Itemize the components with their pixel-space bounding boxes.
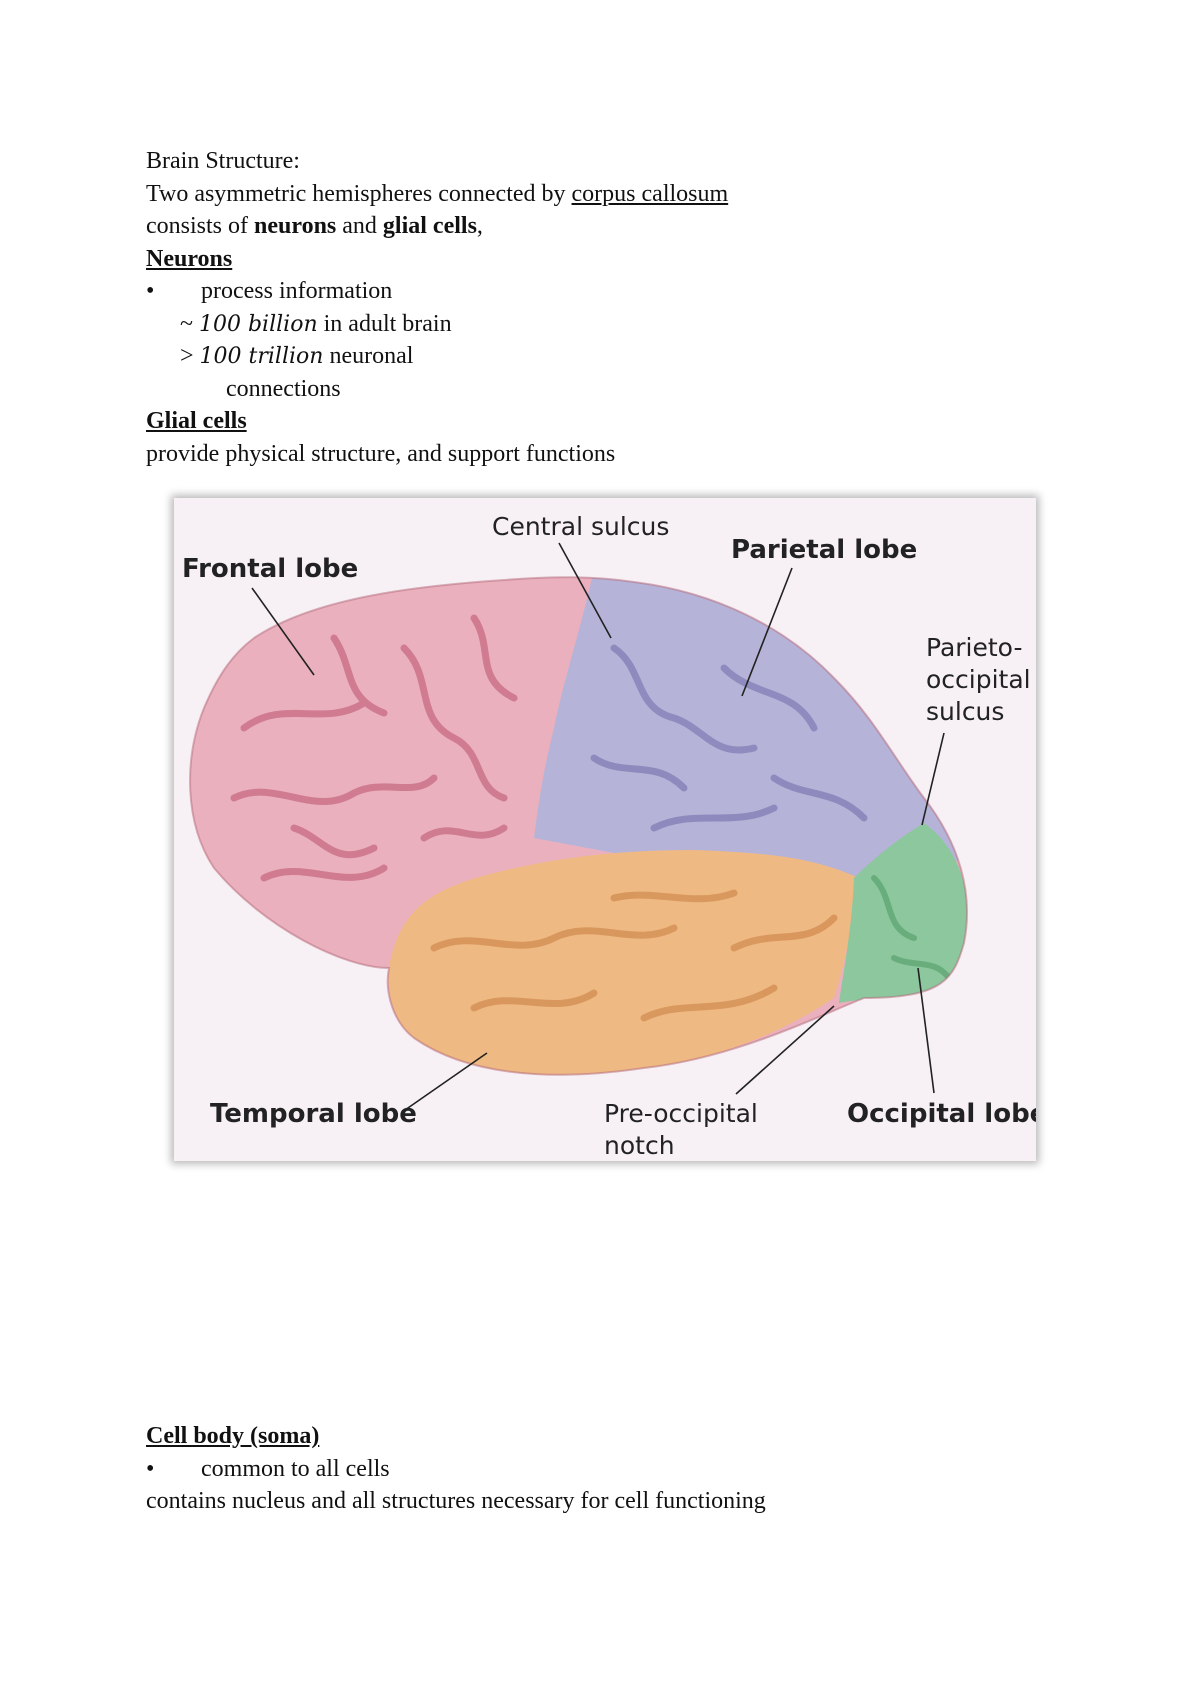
section-heading: Brain Structure:	[146, 148, 300, 174]
cell-body-bullet-item: • common to all cells	[146, 1453, 1046, 1486]
parietal-lobe-label: Parietal lobe	[731, 535, 917, 565]
neurons-title: Neurons	[146, 245, 233, 272]
cell-body-text: contains nucleus and all structures nece…	[146, 1488, 766, 1514]
cell-body-section: Cell body (soma) • common to all cells co…	[146, 1420, 1046, 1518]
neurons-bullet-item: • process information	[146, 275, 1046, 308]
brain-outline	[189, 576, 968, 1076]
bullet-text: process information	[201, 278, 393, 304]
hemispheres-line: Two asymmetric hemispheres connected by …	[146, 178, 1046, 211]
connection-count-line: > 100 trillion neuronal	[146, 340, 1046, 373]
preoccipital-label-1: Pre-occipital	[604, 1099, 758, 1128]
temporal-lobe-region	[388, 850, 859, 1075]
glial-cells-term: glial cells	[382, 213, 477, 239]
temporal-lobe-label: Temporal lobe	[210, 1099, 417, 1129]
parieto-occipital-leader	[921, 732, 945, 826]
parieto-occipital-label-2: occipital	[926, 665, 1031, 694]
connection-count-value: 100 trillion	[199, 344, 324, 369]
parietal-lobe-region	[534, 577, 968, 878]
neuron-count-line: ~ 100 billion in adult brain	[146, 308, 1046, 341]
connection-count-cont: connections	[226, 375, 341, 402]
glial-title: Glial cells	[146, 408, 247, 434]
central-sulcus-label: Central sulcus	[492, 512, 669, 541]
occipital-lobe-leader	[917, 967, 935, 1094]
occipital-lobe-label: Occipital lobe	[847, 1099, 1036, 1129]
preoccipital-leader	[735, 1005, 835, 1095]
neuron-count-value: 100 billion	[198, 311, 318, 337]
parieto-occipital-label-3: sulcus	[926, 697, 1004, 726]
bullet-text: common to all cells	[201, 1455, 390, 1482]
consists-line: consists of neurons and glial cells,	[146, 210, 1046, 243]
glial-text: provide physical structure, and support …	[146, 440, 616, 467]
connection-count-rest: neuronal	[323, 343, 414, 369]
neurons-term: neurons	[254, 213, 337, 239]
neuron-count-rest: in adult brain	[317, 310, 452, 337]
greater-symbol: >	[180, 343, 200, 369]
preoccipital-label-2: notch	[604, 1131, 675, 1160]
intro-section: Brain Structure: Two asymmetric hemisphe…	[146, 145, 1046, 470]
frontal-lobe-leader	[251, 587, 315, 676]
brain-lobes-figure: Central sulcus Frontal lobe Parietal lob…	[174, 498, 1036, 1161]
central-sulcus-leader	[558, 542, 612, 639]
consists-text: consists of	[146, 213, 254, 239]
approx-symbol: ~	[180, 310, 199, 337]
hemispheres-text: Two asymmetric hemispheres connected by	[146, 180, 572, 207]
and-text: and	[336, 213, 383, 239]
frontal-lobe-label: Frontal lobe	[182, 554, 358, 584]
bullet-icon: •	[146, 1455, 155, 1482]
parieto-occipital-label-1: Parieto-	[926, 633, 1022, 662]
cell-body-title: Cell body (soma)	[146, 1423, 320, 1449]
bullet-icon: •	[146, 278, 155, 304]
corpus-callosum-term: corpus callosum	[571, 180, 729, 207]
leader-lines	[251, 542, 945, 1111]
comma-text: ,	[476, 213, 483, 239]
parietal-lobe-leader	[741, 567, 793, 697]
sulci-pattern	[230, 614, 952, 1022]
temporal-lobe-leader	[404, 1052, 488, 1111]
occipital-lobe-region	[839, 823, 968, 1003]
